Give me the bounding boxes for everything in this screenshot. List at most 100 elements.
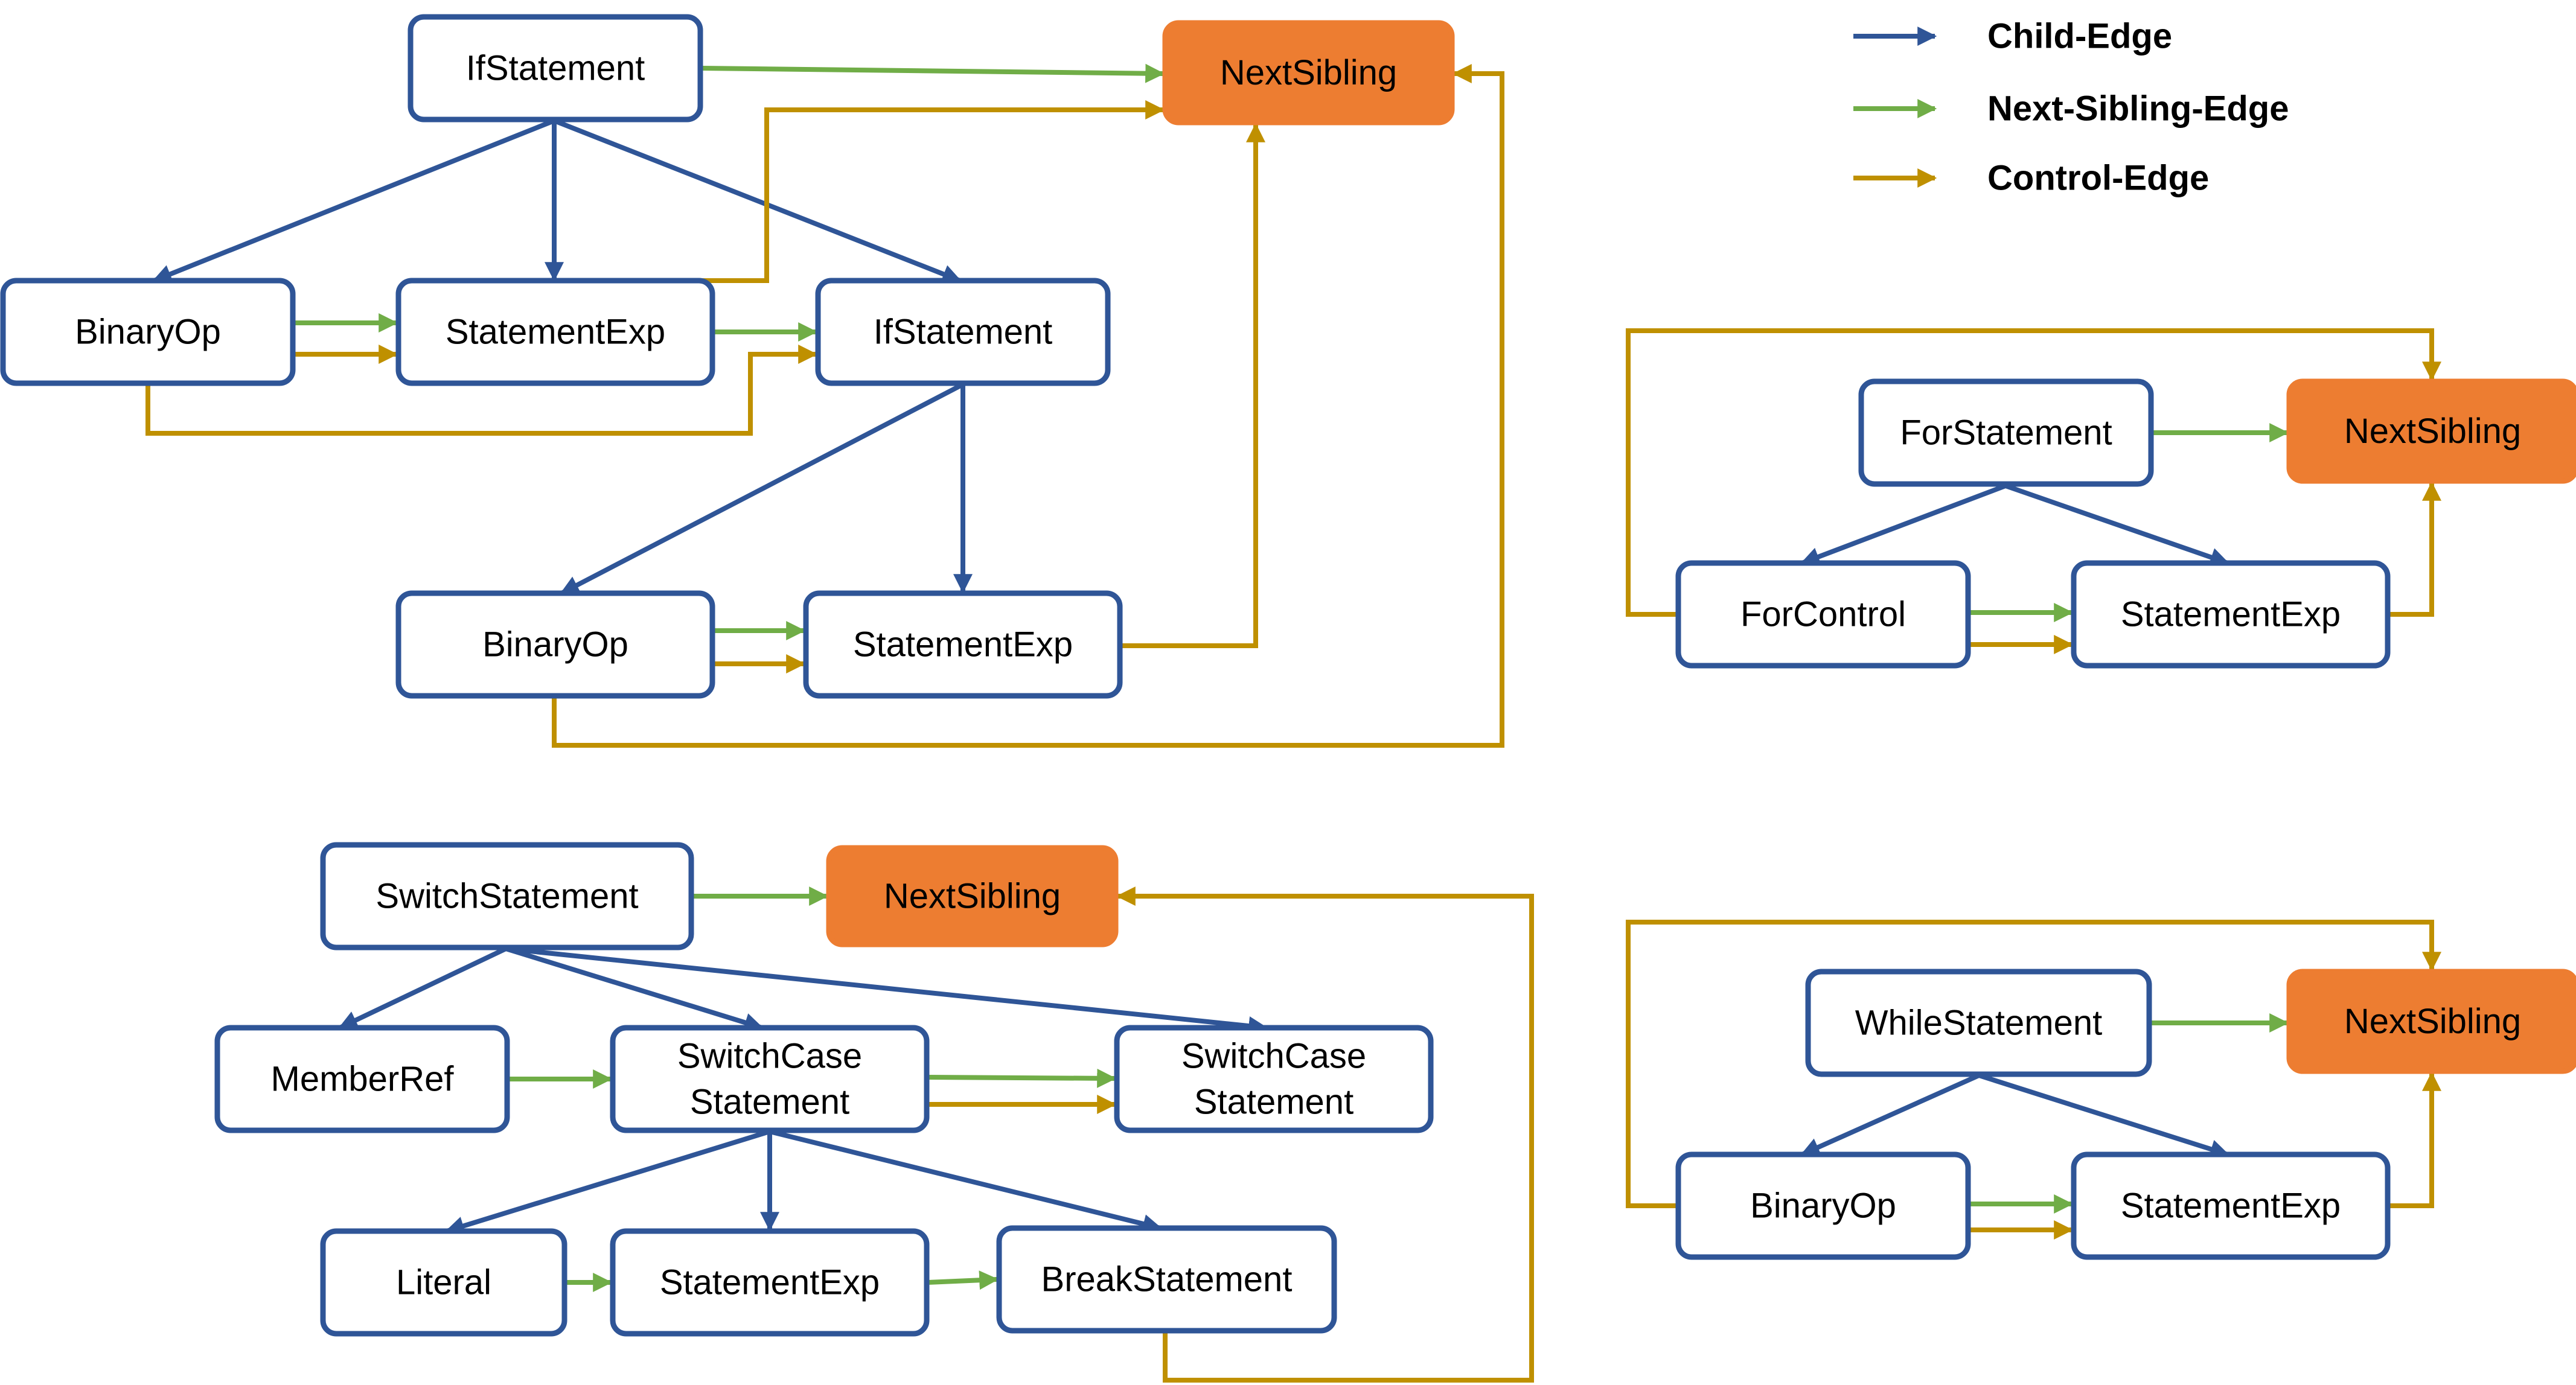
node-label-sc1-1: SwitchCase	[677, 1037, 862, 1076]
node-box-se2	[803, 590, 1123, 699]
node-label-sc2-1: SwitchCase	[1181, 1037, 1366, 1076]
node-box-sc1	[610, 1025, 930, 1133]
node-box-bin2	[395, 590, 715, 699]
node-label-sc2-2: Statement	[1194, 1083, 1354, 1122]
node-box-sc2	[1114, 1025, 1434, 1133]
node-box-bin3	[1675, 1151, 1971, 1260]
node-label-ns4: NextSibling	[2344, 1002, 2521, 1041]
edges-layer	[145, 63, 2441, 1383]
node-bin3: BinaryOp	[1675, 1151, 1971, 1260]
node-if2: IfStatement	[815, 278, 1111, 386]
node-box-for	[1858, 378, 2154, 487]
node-box-fc	[1675, 560, 1971, 669]
node-brk: BreakStatement	[996, 1225, 1337, 1334]
node-label-if2: IfStatement	[874, 313, 1053, 352]
child-edge-wh-to-se5	[1978, 1073, 2230, 1159]
child-edge-if1-to-bin1	[152, 118, 555, 284]
child-edge-for-to-fc	[1800, 483, 2007, 566]
node-mr: MemberRef	[214, 1025, 510, 1133]
node-label-se4: StatementExp	[660, 1263, 880, 1302]
child-edge-wh-to-bin3	[1800, 1073, 1980, 1157]
sibling-edge-se4-to-brk	[927, 1270, 999, 1290]
child-edge-sw-to-sc2	[505, 946, 1268, 1036]
node-label-for: ForStatement	[1900, 413, 2112, 453]
node-box-ns3	[826, 845, 1119, 947]
node-box-wh	[1805, 969, 2152, 1077]
node-label-mr: MemberRef	[271, 1060, 455, 1099]
node-label-bin3: BinaryOp	[1750, 1186, 1896, 1226]
node-bin2: BinaryOp	[395, 590, 715, 699]
child-edge-if1-to-if2	[553, 118, 962, 284]
node-if1: IfStatement	[407, 14, 703, 123]
node-bin1: BinaryOp	[0, 278, 296, 386]
node-box-sw	[320, 842, 694, 950]
node-label-se1: StatementExp	[446, 313, 665, 352]
node-se4: StatementExp	[610, 1228, 930, 1337]
node-label-ns1: NextSibling	[1220, 53, 1397, 92]
control-edge-se5-to-ns4	[2389, 1071, 2441, 1208]
control-edge-bin2-to-ns1	[552, 64, 1504, 748]
node-box-brk	[996, 1225, 1337, 1334]
control-edge-se3-to-ns2	[2389, 481, 2441, 617]
node-label-ns3: NextSibling	[884, 877, 1061, 916]
node-ns1: NextSibling	[1162, 20, 1455, 126]
node-box-ns1	[1162, 20, 1455, 126]
node-label-se5: StatementExp	[2121, 1186, 2341, 1226]
node-label-ns2: NextSibling	[2344, 412, 2521, 451]
node-sw: SwitchStatement	[320, 842, 694, 950]
node-label-sc1-2: Statement	[690, 1083, 849, 1122]
node-label-sw: SwitchStatement	[376, 877, 638, 916]
node-box-se3	[2071, 560, 2391, 669]
node-box-mr	[214, 1025, 510, 1133]
node-label-lit: Literal	[396, 1263, 491, 1302]
node-se5: StatementExp	[2071, 1151, 2391, 1260]
child-edge-sc1-to-lit	[444, 1129, 771, 1235]
node-box-bin1	[0, 278, 296, 386]
node-ns4: NextSibling	[2286, 969, 2576, 1074]
child-edge-sc1-to-brk	[769, 1129, 1163, 1234]
node-box-ns2	[2286, 378, 2576, 484]
node-se3: StatementExp	[2071, 560, 2391, 669]
node-label-fc: ForControl	[1740, 595, 1906, 634]
node-label-se2: StatementExp	[853, 625, 1073, 664]
node-ns3: NextSibling	[826, 845, 1119, 947]
node-box-lit	[320, 1228, 567, 1337]
node-label-bin2: BinaryOp	[482, 625, 628, 664]
node-box-if1	[407, 14, 703, 123]
node-ns2: NextSibling	[2286, 378, 2576, 484]
node-lit: Literal	[320, 1228, 567, 1337]
node-se1: StatementExp	[395, 278, 715, 386]
control-edge-brk-to-ns3	[1116, 887, 1534, 1383]
node-box-se4	[610, 1228, 930, 1337]
node-box-if2	[815, 278, 1111, 386]
control-edge-se1-to-ns1	[601, 100, 1165, 283]
node-box-se1	[395, 278, 715, 386]
legend-label-next-sibling: Next-Sibling-Edge	[1987, 89, 2289, 129]
legend-label-control: Control-Edge	[1987, 159, 2209, 198]
node-for: ForStatement	[1858, 378, 2154, 487]
node-label-wh: WhileStatement	[1855, 1004, 2102, 1043]
node-box-se5	[2071, 1151, 2391, 1260]
legend-label-child: Child-Edge	[1987, 17, 2172, 56]
node-label-bin1: BinaryOp	[75, 313, 221, 352]
node-fc: ForControl	[1675, 560, 1971, 669]
sibling-edge-if1-to-ns1	[702, 63, 1165, 83]
node-wh: WhileStatement	[1805, 969, 2152, 1077]
control-edge-bin1-to-if2	[145, 345, 818, 436]
sibling-edge-sc1-to-sc2	[927, 1068, 1117, 1088]
control-edge-bin3-to-ns4	[1626, 920, 2441, 1208]
child-edge-for-to-se3	[2004, 483, 2230, 567]
node-label-se3: StatementExp	[2121, 595, 2341, 634]
node-label-if1: IfStatement	[466, 49, 645, 88]
node-box-ns4	[2286, 969, 2576, 1074]
control-edge-fc-to-ns2	[1626, 328, 2441, 617]
control-edge-se2-to-ns1	[1121, 123, 1265, 648]
child-edge-sw-to-mr	[338, 946, 507, 1030]
child-edge-if2-to-bin2	[560, 382, 964, 596]
child-edge-sw-to-sc1	[505, 946, 764, 1032]
